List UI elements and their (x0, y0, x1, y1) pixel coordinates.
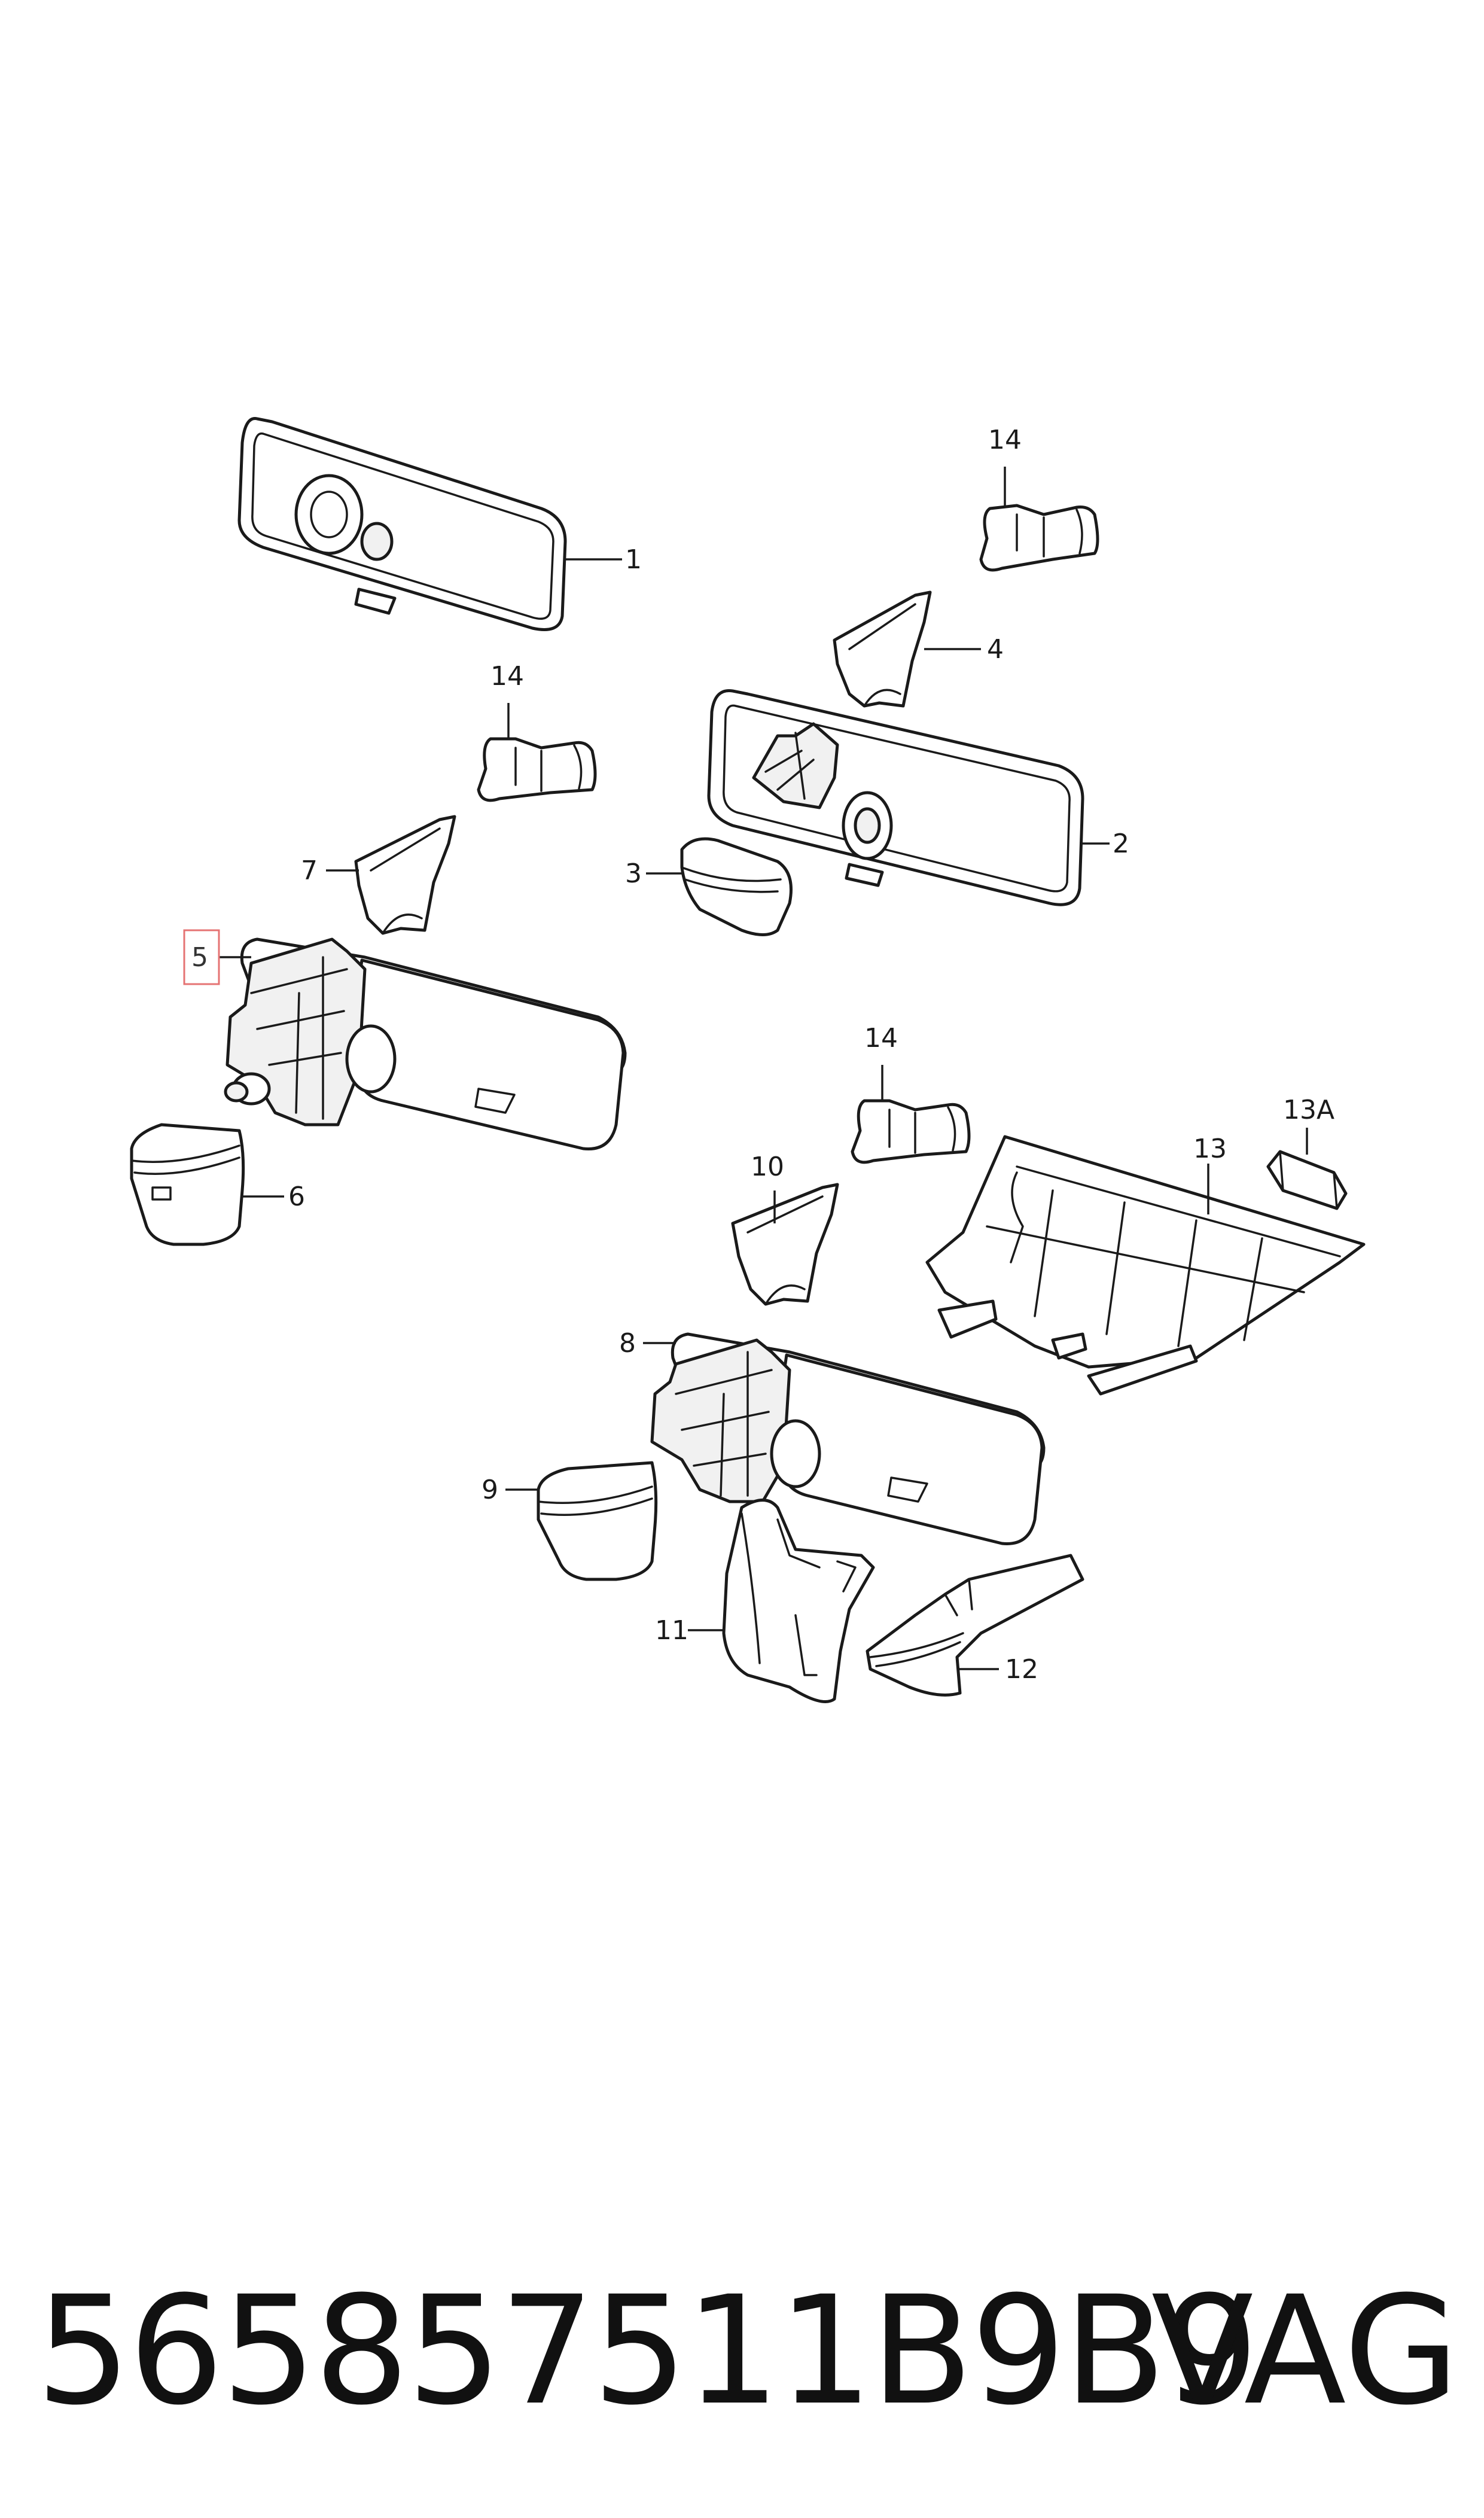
part-14a-clip (979, 504, 1099, 572)
callout-5: 5 (191, 942, 208, 973)
part-5-mirror (224, 937, 627, 1150)
callout-10: 10 (751, 1152, 784, 1182)
part-14b-clip (477, 737, 597, 802)
callout-1: 1 (625, 544, 642, 575)
part-11-cover (722, 1499, 875, 1703)
part-14c-clip (851, 1099, 971, 1164)
part-8-mirror (650, 1332, 1046, 1545)
part-13a-clip (1266, 1150, 1348, 1210)
part-7-cover (354, 815, 456, 935)
callout-3: 3 (625, 858, 642, 889)
callout-2: 2 (1113, 829, 1129, 859)
part-13-bracket (925, 1135, 1366, 1396)
part-2-mirror (707, 689, 1084, 906)
callout-13: 13 (1193, 1134, 1227, 1164)
part-3-cover (680, 837, 793, 936)
part-12-trim (866, 1554, 1084, 1697)
callout-6: 6 (288, 1182, 305, 1212)
callout-12: 12 (1005, 1654, 1038, 1685)
part-number: 565857511B9B9 (36, 2264, 1259, 2438)
part-6-cover (130, 1123, 245, 1246)
callout-4: 4 (987, 634, 1004, 665)
part-4-cover (833, 590, 932, 708)
callout-11: 11 (655, 1615, 688, 1646)
part-10-cover (731, 1183, 839, 1306)
callout-9: 9 (482, 1475, 498, 1505)
callout-5-highlight (183, 929, 220, 985)
part-1-mirror (237, 417, 567, 631)
callout-14a: 14 (988, 425, 1022, 455)
brand-name: VAG (1151, 2264, 1459, 2438)
callout-14c: 14 (864, 1023, 898, 1054)
callout-13a: 13A (1283, 1095, 1334, 1125)
part-9-cover (537, 1461, 658, 1581)
footer: 565857511B9B9 VAG (36, 2261, 1459, 2441)
callout-14b: 14 (490, 661, 524, 692)
callout-8: 8 (619, 1328, 636, 1359)
callout-7: 7 (301, 855, 318, 886)
